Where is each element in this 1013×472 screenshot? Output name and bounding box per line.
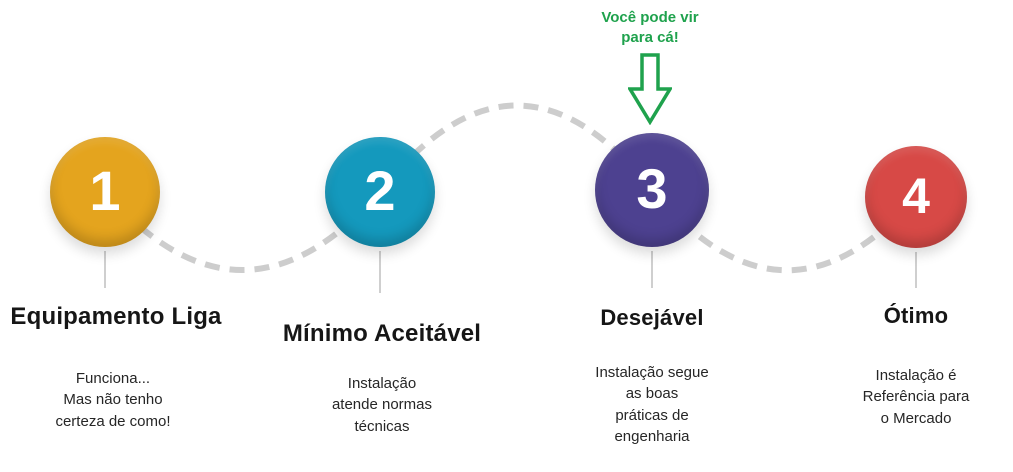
step-title-3: Desejável [600,305,704,330]
step-number: 1 [89,159,121,222]
step-circle-1: 1 [50,137,160,247]
step-title-1: Equipamento Liga [10,303,222,330]
step-title-4: Ótimo [883,303,949,328]
step-description-3: Instalação segue as boas práticas de eng… [595,364,709,445]
step-number: 3 [636,157,668,220]
step-description-1: Funciona... Mas não tenho certeza de com… [55,370,171,430]
down-arrow-shape [628,53,672,125]
step-number: 2 [364,159,396,222]
step-description-2: Instalação atende normas técnicas [331,375,433,435]
step-number: 4 [902,168,930,224]
callout-text: Você pode vir para cá! [601,9,699,47]
step-circle-4: 4 [865,146,967,248]
step-description-4: Instalação é Referência para o Mercado [862,367,970,427]
step-circle-3: 3 [595,133,709,247]
step-title-2: Mínimo Aceitável [282,320,482,347]
down-arrow-icon [628,53,672,125]
dashed-wave-line [102,102,919,274]
step-circle-2: 2 [325,137,435,247]
